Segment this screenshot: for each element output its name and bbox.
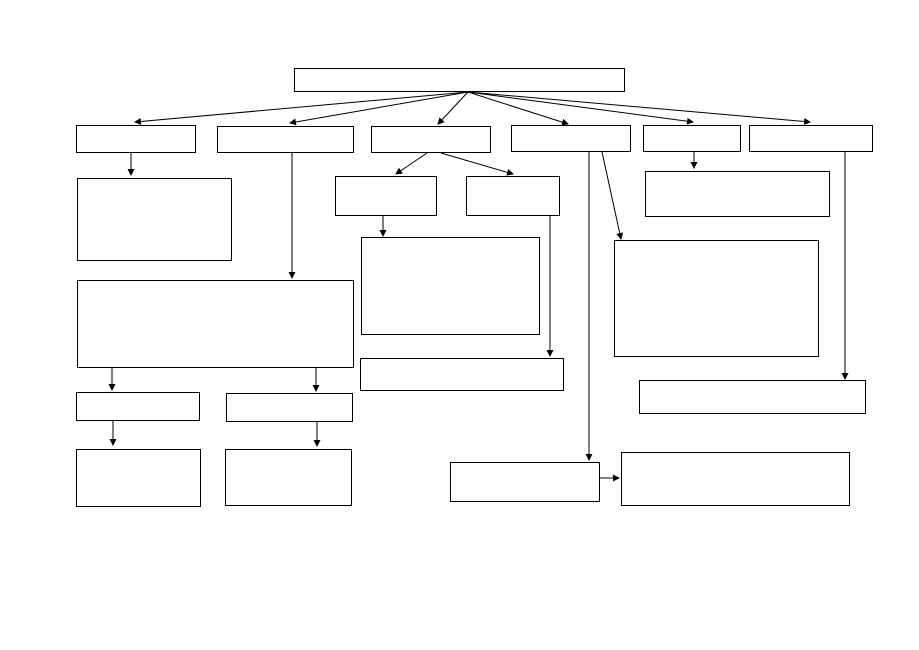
branch-2-node: [217, 126, 354, 153]
branch-4-detail-node: [614, 240, 819, 357]
branch-2-sub-left-node: [76, 392, 200, 421]
edge-root-to-branch-1: [134, 91, 469, 125]
root-node: [294, 68, 625, 92]
branch-1-node: [76, 125, 196, 153]
edge-root-to-branch-4: [467, 91, 569, 126]
branch-4-node: [511, 125, 631, 152]
edge-root-to-branch-3: [437, 91, 469, 125]
edge-root-to-branch-5: [467, 91, 694, 125]
branch-6-detail-node: [639, 380, 866, 414]
branch-2-sub-right-detail-node: [225, 449, 352, 506]
branch-5-node: [643, 125, 741, 152]
branch-2-sub-left-detail-node: [76, 449, 201, 507]
branch-3-left-node: [335, 176, 437, 216]
branch-3-right-node: [466, 176, 560, 216]
branch-4-bottom-node: [450, 462, 600, 502]
edge-branch-4-to-detail: [601, 151, 624, 240]
branch-2-sub-right-node: [226, 393, 353, 422]
branch-4-bottom-result-node: [621, 452, 850, 506]
branch-2-detail-node: [77, 280, 354, 368]
branch-6-node: [749, 125, 873, 152]
edge-branch-3-to-right: [440, 152, 514, 176]
branch-3-right-detail-node: [360, 358, 564, 391]
edge-branch-3-to-left: [395, 152, 428, 175]
edge-root-to-branch-2: [289, 91, 469, 126]
branch-5-detail-node: [645, 171, 830, 217]
branch-3-left-detail-node: [361, 237, 540, 335]
branch-1-detail-node: [77, 178, 232, 261]
branch-3-node: [371, 126, 491, 153]
edge-root-to-branch-6: [467, 91, 811, 125]
